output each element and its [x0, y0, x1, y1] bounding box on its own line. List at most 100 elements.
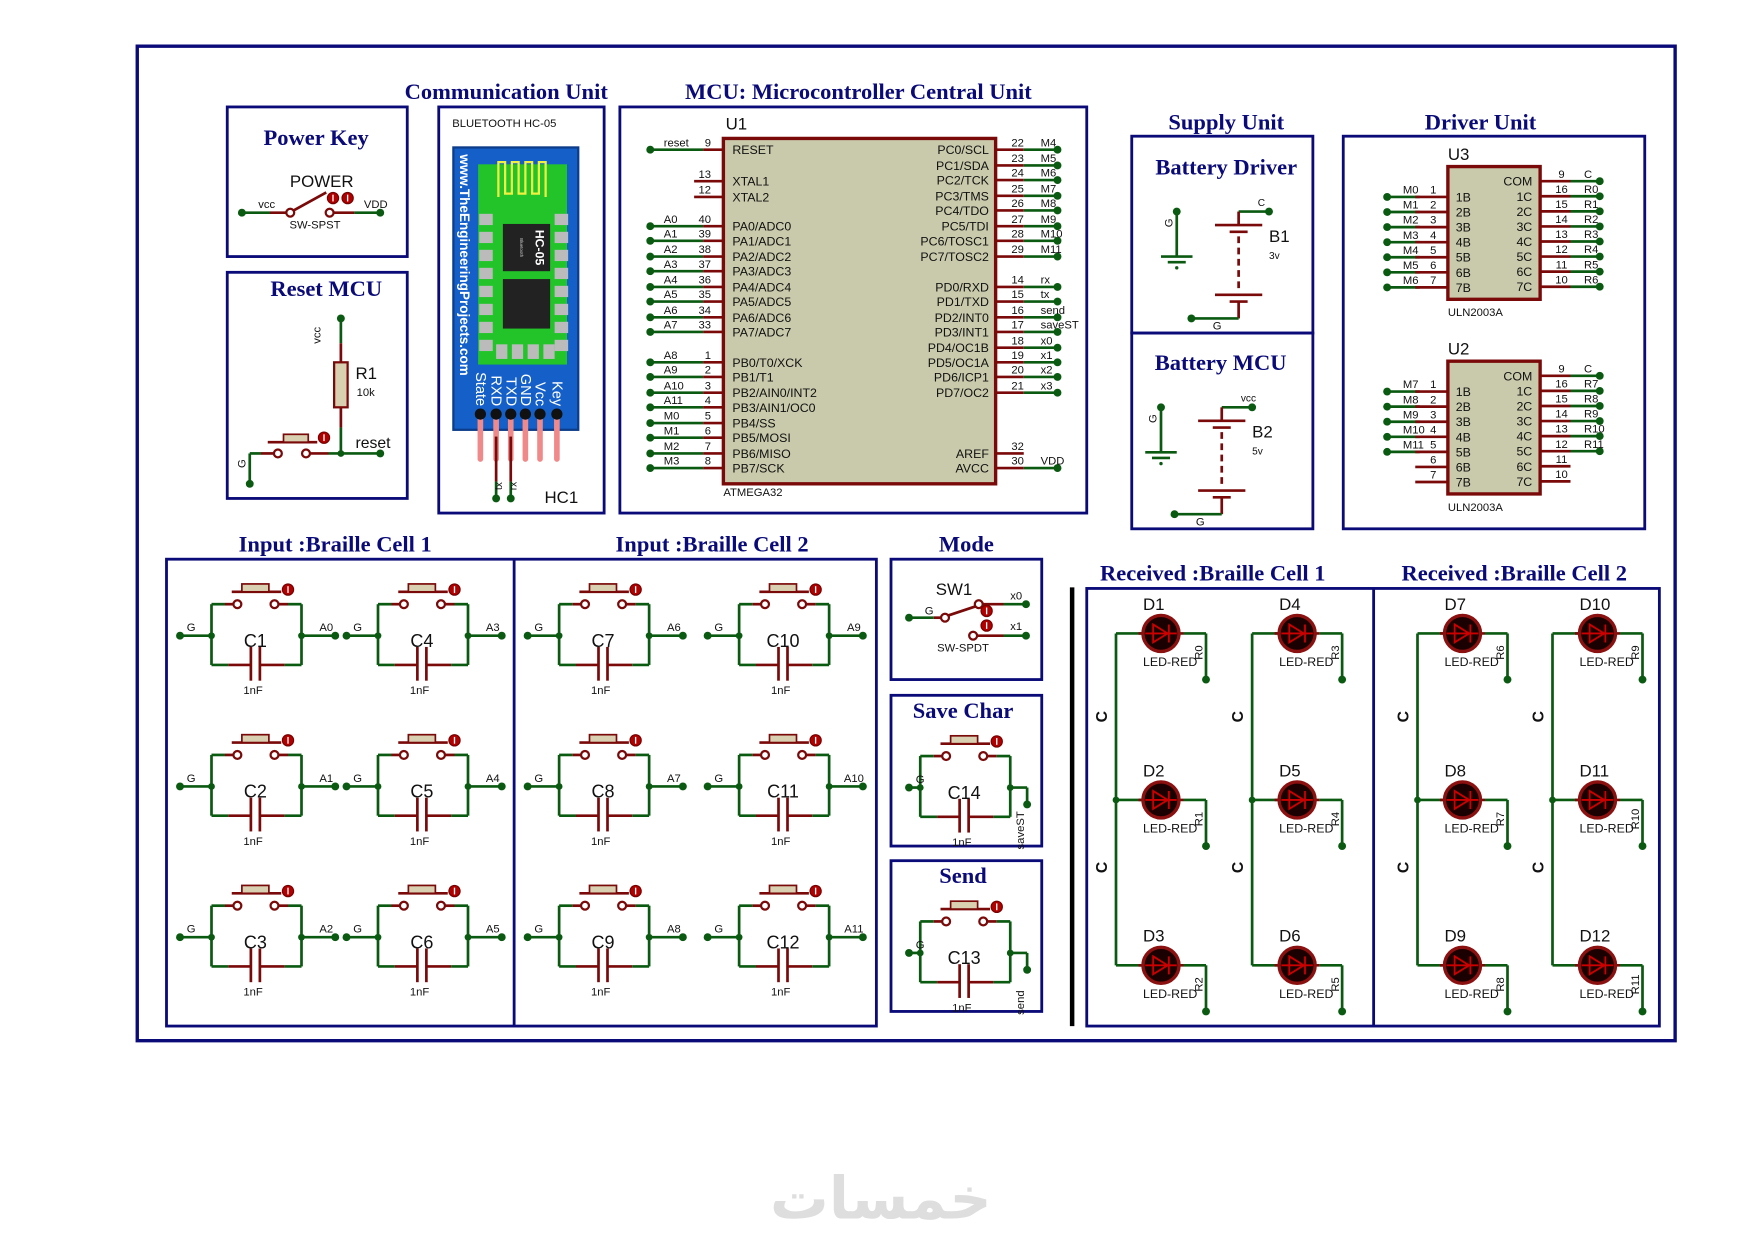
pin-name: 5B	[1456, 445, 1471, 459]
save-char-panel	[889, 693, 1044, 848]
pin-name: PA5/ADC5	[732, 295, 791, 309]
pin-name: 6B	[1456, 266, 1471, 280]
net-label: A9	[664, 365, 678, 377]
net-label: R11	[1630, 975, 1642, 995]
pin-number: 29	[1011, 244, 1024, 256]
resistor-ref: R1	[356, 364, 378, 383]
net-terminal	[1503, 1007, 1512, 1016]
net-label: M9	[1403, 409, 1419, 421]
switch-contact	[269, 749, 280, 760]
net-terminal	[1595, 402, 1604, 410]
pin-number: 5	[1430, 439, 1436, 451]
pad	[554, 231, 569, 244]
pin-number: 16	[1555, 184, 1568, 196]
pin-number: 13	[698, 169, 711, 181]
mcu-panel	[618, 105, 1089, 515]
net-terminal	[646, 358, 655, 367]
pin-number: 15	[1555, 199, 1568, 211]
diode-icon	[1281, 622, 1313, 645]
net-terminal	[342, 933, 351, 942]
pad	[479, 213, 493, 226]
switch-contact	[579, 900, 591, 911]
net-terminal	[1023, 965, 1032, 974]
pin-number: 24	[1011, 168, 1024, 180]
net-label: A3	[664, 259, 678, 271]
button-cap	[588, 583, 618, 593]
capacitor-ref: C4	[410, 631, 433, 651]
pin-name: PA2/ADC2	[732, 250, 791, 264]
net-terminal	[1595, 177, 1604, 186]
pin-name: PD4/OC1B	[928, 341, 989, 355]
net-label: R5	[1330, 977, 1342, 991]
net-label: M3	[1403, 230, 1419, 242]
pin-number: 30	[1011, 456, 1024, 468]
pin-name: AVCC	[955, 462, 988, 476]
switch-part: SW-SPDT	[937, 642, 989, 654]
net-label: A0	[319, 622, 333, 634]
capacitor-ref: C12	[766, 932, 799, 952]
net-terminal	[376, 208, 385, 217]
switch-contact	[978, 751, 989, 762]
pin-name: 3C	[1516, 415, 1532, 429]
power-key-title: Power Key	[264, 125, 370, 150]
capacitor-value: 1nF	[410, 987, 430, 999]
net-label: R2	[1194, 977, 1206, 991]
diode-icon	[1581, 954, 1614, 976]
switch-contact	[285, 207, 296, 218]
outer-border	[135, 44, 1677, 1043]
capacitor-ref: C7	[591, 631, 614, 651]
switch-contact	[759, 900, 771, 911]
switch-contact	[759, 599, 771, 610]
pin-number: 32	[1011, 441, 1024, 453]
net-label: G	[1163, 218, 1175, 227]
pin-number: 23	[1011, 153, 1024, 165]
net-terminal	[1338, 675, 1347, 684]
capacitor-ref: C8	[591, 782, 614, 802]
reset-mcu-title: Reset MCU	[270, 276, 382, 301]
net-label: VDD	[1041, 456, 1065, 468]
capacitor-value: 1nF	[952, 1002, 972, 1014]
diode-icon	[1281, 954, 1313, 976]
net-terminal	[1022, 631, 1030, 640]
net-label: R0	[1194, 645, 1206, 659]
diode-icon	[1446, 622, 1479, 645]
net-terminal	[1638, 675, 1647, 684]
net-label: x2	[1041, 365, 1053, 377]
pin-name: 7C	[1516, 475, 1532, 489]
switch-contact	[398, 900, 409, 911]
pin-number: 4	[705, 395, 711, 407]
net-label: G	[534, 773, 543, 785]
switch-contact	[797, 599, 808, 610]
net-terminal	[1503, 842, 1512, 850]
pin-name: PB7/SCK	[732, 462, 785, 476]
pin-name: PD5/OC1A	[928, 356, 990, 370]
battery-ref: B2	[1252, 423, 1273, 442]
net-label: M8	[1403, 394, 1419, 406]
net-terminal	[858, 782, 867, 791]
net-terminal	[905, 949, 913, 957]
net-label: C	[1230, 862, 1247, 873]
switch-contact	[435, 599, 447, 610]
net-label: G	[1196, 516, 1205, 528]
resistor-value: 10k	[357, 387, 376, 399]
net-terminal	[1053, 343, 1062, 352]
net-label: R1	[1584, 199, 1598, 211]
pin-number: 25	[1011, 183, 1024, 195]
battery-value: 3v	[1269, 251, 1281, 262]
net-label: A11	[844, 924, 863, 936]
button-cap	[241, 733, 270, 744]
button-cap	[588, 884, 618, 895]
pin-number: 5	[705, 411, 711, 423]
